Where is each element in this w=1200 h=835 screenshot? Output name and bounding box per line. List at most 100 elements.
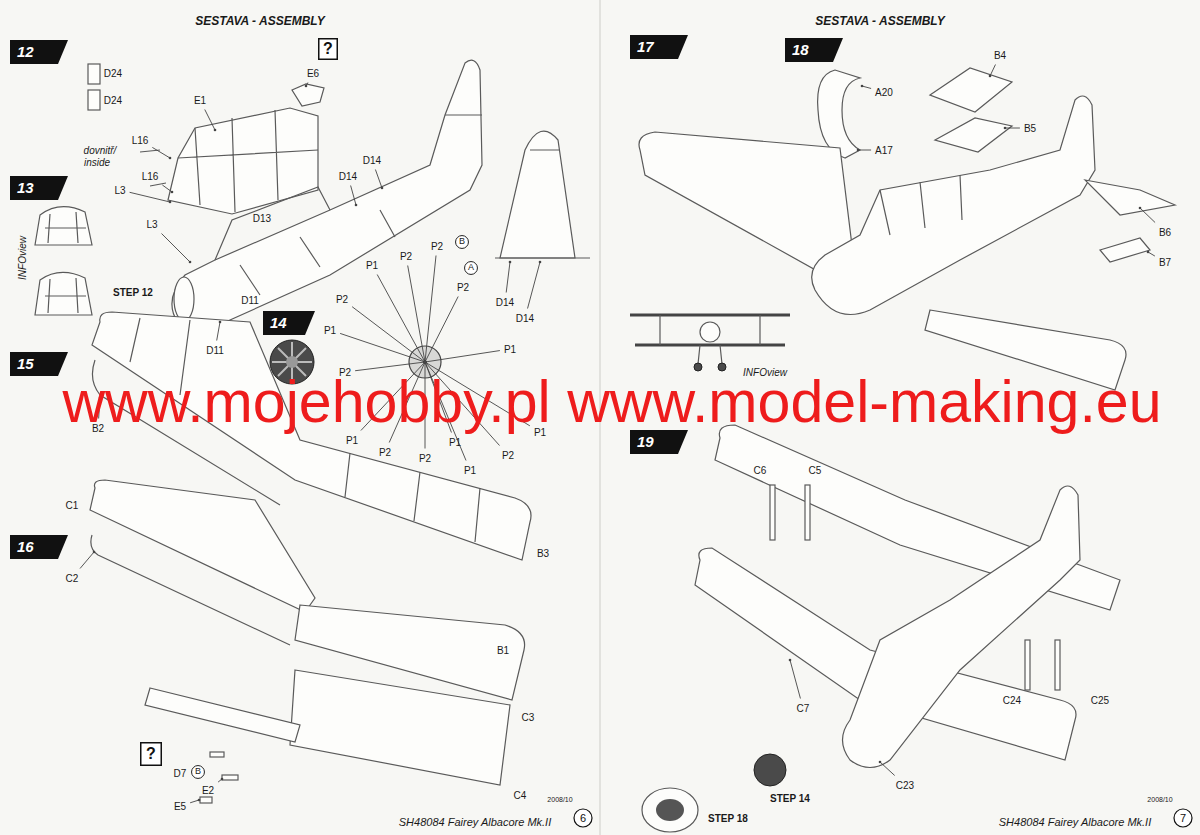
leader-dot (424, 361, 427, 364)
leader-dot (879, 761, 882, 764)
glue-circle (192, 766, 205, 779)
step-flag: 19 (630, 430, 688, 454)
leader-line (1140, 208, 1155, 223)
part-label: D11 (206, 345, 224, 356)
part-label: E6 (307, 68, 319, 79)
leader-dot (221, 778, 224, 781)
leader-line (352, 307, 425, 362)
leader-dot (424, 361, 427, 364)
part-label: P1 (464, 465, 476, 476)
part-label: C4 (514, 790, 527, 801)
part-label: C7 (797, 703, 810, 714)
leader-dot (861, 85, 864, 88)
part-d24 (88, 90, 100, 110)
step-number: 12 (10, 40, 68, 64)
part-label: P1 (366, 260, 378, 271)
fuselage (843, 486, 1081, 768)
infoview-wings (630, 315, 790, 345)
part-label: D14 (339, 171, 357, 182)
flag-band (10, 40, 68, 64)
part-label: P2 (336, 294, 348, 305)
step-number: 15 (10, 352, 68, 376)
part-label: D14 (516, 313, 534, 324)
step-flag: 12 (10, 40, 68, 64)
step-flag: 13 (10, 176, 68, 200)
part-label: P2 (502, 450, 514, 461)
part-label: E1 (194, 95, 206, 106)
leader-line (990, 65, 995, 77)
part-label: L3 (114, 185, 125, 196)
glue-circle (456, 236, 469, 249)
leader-dot (424, 361, 427, 364)
strut-c6 (770, 485, 775, 540)
page-number: 6 (574, 809, 592, 827)
leader-line (528, 262, 540, 309)
leader-dot (198, 799, 201, 802)
step-number: 19 (630, 430, 688, 454)
part-label: D7 (174, 768, 187, 779)
leader-dot (857, 149, 860, 152)
cowling-opening (656, 799, 684, 821)
part-d7 (210, 752, 224, 757)
strut-c24 (1025, 640, 1030, 690)
part-label: P1 (324, 325, 336, 336)
kit-code: SH48084 Fairey Albacore Mk.II (999, 816, 1151, 828)
infoview-wheel (694, 363, 702, 371)
page-circle (1174, 809, 1192, 827)
part-label: B5 (1024, 123, 1036, 134)
wing-underside (290, 670, 510, 785)
infoview-struts (660, 315, 760, 364)
page-heading: SESTAVA - ASSEMBLY (195, 15, 325, 28)
part-label: C1 (66, 500, 79, 511)
flag-band (630, 430, 688, 454)
part-label: C6 (754, 465, 767, 476)
part-label: P1 (504, 344, 516, 355)
part-label: L3 (146, 219, 157, 230)
leader-line (340, 333, 425, 362)
leader-dot (424, 361, 427, 364)
part-label: D11 (241, 295, 259, 306)
flag-band (10, 176, 68, 200)
leader-line (205, 110, 215, 131)
leader-dot (93, 551, 96, 554)
leader-dot (539, 261, 542, 264)
part-label: B3 (537, 548, 549, 559)
engine (754, 754, 786, 786)
leader-line (880, 762, 895, 776)
leader-dot (424, 361, 427, 364)
part-label: L16 (132, 135, 149, 146)
flag-band (10, 352, 68, 376)
aileron (145, 688, 300, 742)
leader-line (130, 192, 170, 202)
part-label: P1 (449, 437, 461, 448)
leader-dot (214, 129, 217, 132)
leader-dot (424, 361, 427, 364)
kit-code: SH48084 Fairey Albacore Mk.II (399, 816, 551, 828)
note-text: inside (84, 157, 110, 168)
info-mark: ? (318, 38, 338, 60)
leader-dot (169, 201, 172, 204)
leader-line (80, 552, 94, 569)
flag-band (785, 38, 843, 62)
part-e6 (292, 84, 324, 106)
part-label: D13 (253, 213, 271, 224)
step-number: 17 (630, 35, 688, 59)
step-reference: STEP 12 (113, 287, 153, 298)
leader-dot (189, 261, 192, 264)
page-heading: SESTAVA - ASSEMBLY (815, 15, 945, 28)
step-reference: STEP 14 (770, 793, 810, 804)
upper-wing (639, 132, 855, 278)
note-text: dovnitř/ (84, 145, 117, 156)
leader-line (858, 150, 871, 151)
strut-c5 (805, 485, 810, 540)
part-label: A20 (875, 87, 893, 98)
page-number-text: 6 (574, 809, 592, 827)
part-label: C2 (66, 573, 79, 584)
leader-line (1005, 128, 1020, 129)
info-label: INFOview (17, 236, 28, 280)
leader-dot (424, 361, 427, 364)
leader-line (162, 234, 191, 263)
part-label: C24 (1003, 695, 1021, 706)
leader-dot (989, 75, 992, 78)
